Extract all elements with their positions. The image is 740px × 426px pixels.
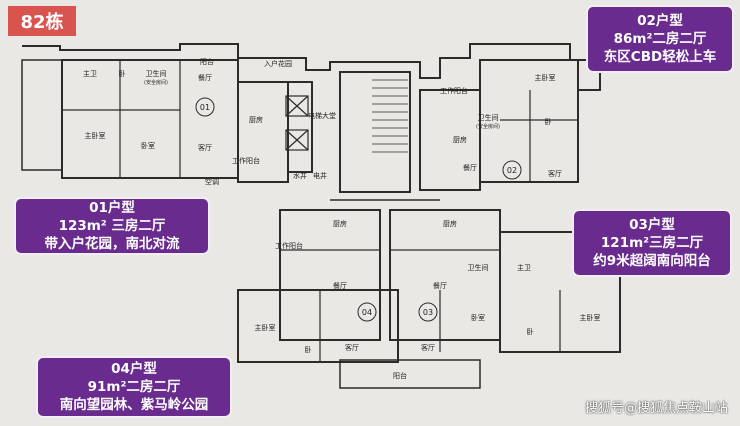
room-label: 厨房 xyxy=(453,135,467,144)
room-label: 工作阳台 xyxy=(440,86,468,95)
room-label: 主卧室 xyxy=(535,73,556,82)
room-label: 工作阳台 xyxy=(232,156,260,165)
room-label: 卫生间 xyxy=(478,113,499,122)
room-label: 入户花园 xyxy=(264,59,292,68)
unit-03-feature: 约9米超阔南向阳台 xyxy=(593,253,711,269)
unit-01-box: 01户型 123m² 三房二厅 带入户花园，南北对流 xyxy=(14,197,210,255)
room-label: 厨房 xyxy=(333,219,347,228)
unit-01-area: 123m² 三房二厅 xyxy=(58,218,166,234)
room-label: 客厅 xyxy=(345,343,359,352)
room-label: (安全房间) xyxy=(476,123,500,130)
unit-03-label: 03 xyxy=(423,308,433,317)
room-label: 餐厅 xyxy=(463,163,477,172)
unit-02-label: 02 xyxy=(507,166,517,175)
room-label: 阳台 xyxy=(393,371,407,380)
unit-02-title: 02户型 xyxy=(637,13,683,29)
room-label: 工作阳台 xyxy=(275,241,303,250)
room-label: 主卫 xyxy=(83,69,97,78)
room-label: 客厅 xyxy=(421,343,435,352)
room-label: 水井 xyxy=(293,171,307,180)
unit-04-feature: 南向望园林、紫马岭公园 xyxy=(59,397,209,413)
unit-04-title: 04户型 xyxy=(111,361,157,377)
room-label: 主卧室 xyxy=(580,313,601,322)
room-label: 卧 xyxy=(119,70,126,78)
room-label: 餐厅 xyxy=(198,73,212,82)
room-label: 空调 xyxy=(205,177,219,186)
room-label: 卧室 xyxy=(141,141,155,150)
room-label: 客厅 xyxy=(198,143,212,152)
unit-01-feature: 带入户花园，南北对流 xyxy=(44,236,180,252)
unit-02-area: 86m²二房二厅 xyxy=(613,31,707,47)
room-label: (安全房间) xyxy=(144,79,168,86)
room-label: 卧室 xyxy=(471,313,485,322)
room-label: 厨房 xyxy=(249,115,263,124)
room-label: 主卧室 xyxy=(85,131,106,140)
unit-03-box: 03户型 121m²三房二厅 约9米超阔南向阳台 xyxy=(572,209,732,277)
room-label: 厨房 xyxy=(443,219,457,228)
room-label: 餐厅 xyxy=(333,281,347,290)
room-label: 主卫 xyxy=(517,263,531,272)
unit-02-feature: 东区CBD轻松上车 xyxy=(603,49,717,65)
room-label: 客厅 xyxy=(548,169,562,178)
unit-03-title: 03户型 xyxy=(629,217,675,233)
room-label: 卧 xyxy=(527,328,534,336)
room-label: 卫生间 xyxy=(468,263,489,272)
room-label: 卫生间 xyxy=(146,69,167,78)
unit-04-box: 04户型 91m²二房二厅 南向望园林、紫马岭公园 xyxy=(36,356,232,418)
room-label: 电梯大堂 xyxy=(308,111,336,120)
room-label: 主卧室 xyxy=(255,323,276,332)
unit-02-box: 02户型 86m²二房二厅 东区CBD轻松上车 xyxy=(586,5,734,73)
room-label: 阳台 xyxy=(200,57,214,66)
room-label: 卧 xyxy=(305,346,312,354)
watermark: 搜狐号@搜狐焦点鞍山站 xyxy=(584,401,728,416)
room-label: 卧 xyxy=(545,118,552,126)
building-tag: 82栋 xyxy=(8,6,76,36)
unit-04-area: 91m²二房二厅 xyxy=(87,379,181,395)
unit-01-label: 01 xyxy=(200,103,210,112)
unit-03-area: 121m²三房二厅 xyxy=(600,235,704,251)
unit-04-label: 04 xyxy=(362,308,372,317)
room-label: 电井 xyxy=(313,171,327,180)
room-label: 餐厅 xyxy=(433,281,447,290)
unit-01-title: 01户型 xyxy=(89,200,135,216)
